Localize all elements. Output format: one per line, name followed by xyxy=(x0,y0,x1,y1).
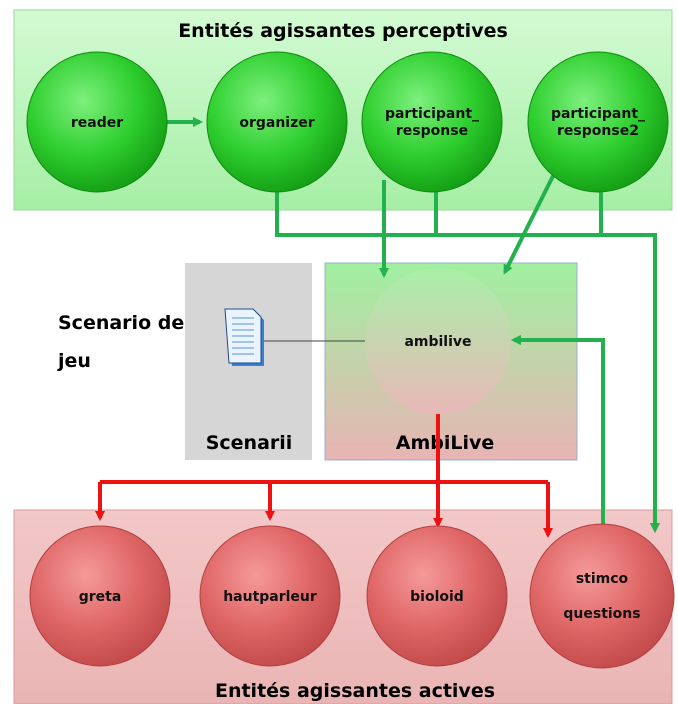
node-bioloid-label: bioloid xyxy=(410,589,464,605)
ambilive-box-label: AmbiLive xyxy=(396,432,495,454)
node-participant-response-line2: response xyxy=(396,123,468,139)
node-bioloid[interactable]: bioloid xyxy=(366,525,508,667)
node-participant-response2[interactable]: participant_ response2 xyxy=(527,51,669,193)
perceptive-panel-title: Entités agissantes perceptives xyxy=(178,20,508,42)
node-reader[interactable]: reader xyxy=(26,51,168,193)
arrow-participant-response2-to-ambilive xyxy=(503,175,555,275)
side-label-line1: Scenario de xyxy=(58,312,184,334)
node-greta-label: greta xyxy=(79,589,122,605)
line-organizer-bus xyxy=(275,188,660,533)
node-ambilive[interactable]: ambilive xyxy=(365,268,511,414)
node-participant-response[interactable]: participant_ response xyxy=(361,51,503,193)
node-stimco-line2: questions xyxy=(563,606,640,622)
node-hautparleur-label: hautparleur xyxy=(223,589,317,605)
node-hautparleur[interactable]: hautparleur xyxy=(199,525,341,667)
node-organizer-label: organizer xyxy=(239,115,314,131)
node-participant-response-line1: participant_ xyxy=(385,106,479,122)
node-greta[interactable]: greta xyxy=(29,525,171,667)
node-reader-label: reader xyxy=(71,115,123,131)
side-label-line2: jeu xyxy=(57,350,91,372)
node-organizer[interactable]: organizer xyxy=(206,51,348,193)
arrow-stimco-to-ambilive xyxy=(511,335,605,525)
node-participant-response2-line1: participant_ xyxy=(551,106,645,122)
document-icon xyxy=(224,308,264,366)
node-ambilive-label: ambilive xyxy=(404,334,471,350)
scenarii-label: Scenarii xyxy=(206,432,293,454)
node-participant-response2-line2: response2 xyxy=(557,123,639,139)
node-stimco-line1: stimco xyxy=(576,571,629,587)
node-stimco[interactable]: stimco questions xyxy=(529,523,675,669)
active-panel-title: Entités agissantes actives xyxy=(215,680,495,702)
